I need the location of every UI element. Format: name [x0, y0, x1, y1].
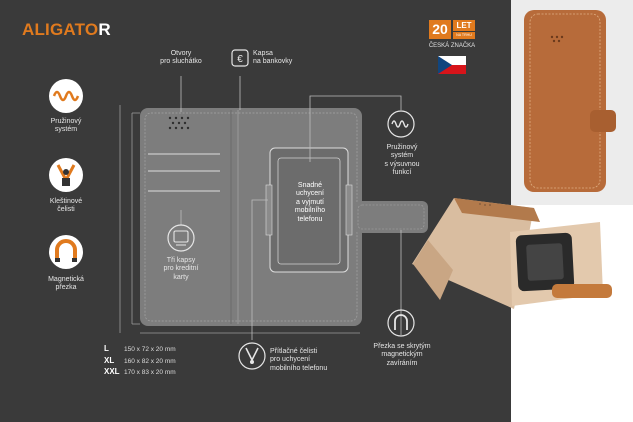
magnet-icon: [49, 235, 83, 269]
size-row: XXL 170 x 83 x 20 mm: [104, 367, 176, 379]
feature-label-magnet: Magnetická přezka: [48, 276, 84, 292]
size-dims: 160 x 82 x 20 mm: [124, 357, 176, 365]
callout-spring-slide: Pružinový systém s výsuvnou funkcí: [384, 144, 420, 177]
wallet-icon: €: [231, 49, 249, 67]
badge-subtitle: NA TRHU: [453, 32, 475, 39]
logo-text-a: ALIGAT: [22, 20, 85, 39]
card-icon: [167, 224, 195, 252]
card-slot-lines: [148, 153, 220, 192]
anniversary-badge: 20 LET NA TRHU: [429, 20, 475, 40]
callout-jaws: Přítlačné čelisti pro uchycení mobilního…: [270, 348, 328, 372]
size-code: XL: [104, 355, 115, 365]
open-case-photo: [412, 198, 612, 309]
callout-card-slots: Tři kapsy pro kreditní karty: [163, 257, 199, 281]
callout-holder: Snadné uchycení a vyjmutí mobilního tele…: [294, 182, 326, 223]
spring-outline-icon: [387, 110, 415, 138]
aligator-logo: ALIGATOR: [22, 20, 111, 40]
callout-clasp: Přezka se skrytým magnetickým zavíráním: [373, 343, 431, 367]
feature-label-spring: Pružinový systém: [50, 118, 82, 134]
callout-speaker: Otvory pro sluchátko: [160, 50, 202, 66]
size-dims: 170 x 83 x 20 mm: [124, 369, 176, 376]
closed-case-photo: [524, 10, 616, 192]
callout-pocket: Kapsa na bankovky: [253, 50, 293, 66]
feature-label-pincer: Kleštinové čelisti: [49, 198, 83, 214]
badge-let: LET: [453, 20, 475, 31]
size-dims: 150 x 72 x 20 mm: [124, 346, 176, 353]
size-row: XL 160 x 82 x 20 mm: [104, 356, 176, 368]
pincer-outline-icon: [238, 342, 266, 370]
svg-text:€: €: [237, 54, 243, 65]
czech-flag-icon: [438, 56, 466, 74]
logo-text-o: O: [84, 20, 99, 39]
speaker-holes: [168, 116, 190, 130]
badge-number: 20: [429, 20, 451, 39]
pincer-icon: [49, 158, 83, 192]
size-code: L: [104, 344, 109, 353]
size-row: L 150 x 72 x 20 mm: [104, 344, 176, 356]
size-list: L 150 x 72 x 20 mm XL 160 x 82 x 20 mm XXL…: [104, 344, 176, 379]
magnet-outline-icon: [387, 309, 415, 337]
spring-icon: [49, 79, 83, 113]
size-code: XXL: [104, 367, 120, 376]
magnetic-strap: [354, 201, 428, 233]
logo-text-r: R: [98, 20, 111, 39]
czech-brand-label: ČESKÁ ZNAČKA: [428, 43, 476, 49]
